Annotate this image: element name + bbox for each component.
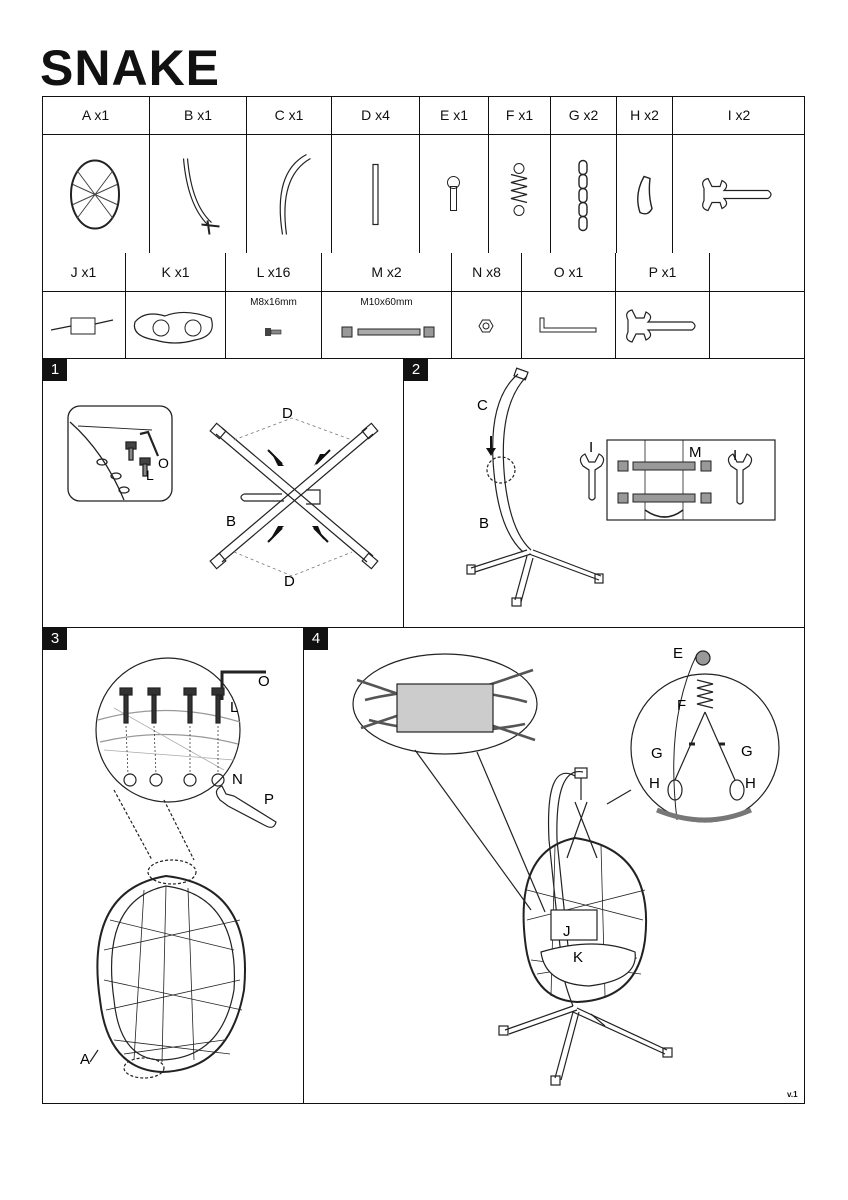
label-e: E bbox=[673, 645, 683, 662]
allen-key-icon bbox=[539, 317, 597, 333]
part-label: K x1 bbox=[126, 253, 225, 292]
carabiner-icon bbox=[637, 175, 653, 215]
label-o: O bbox=[158, 455, 169, 471]
small-cushion-icon bbox=[50, 317, 114, 335]
chain-icon bbox=[674, 711, 736, 781]
label-n: N bbox=[232, 771, 243, 788]
part-cell: O x1 bbox=[522, 253, 616, 359]
egg-seat-icon bbox=[70, 159, 120, 230]
step-3-illustration: O L N P A bbox=[80, 657, 277, 1079]
part-cell: A x1 bbox=[42, 96, 150, 253]
part-cell: I x2 bbox=[673, 96, 805, 253]
step-4-panel bbox=[303, 627, 805, 1104]
part-label: P x1 bbox=[616, 253, 709, 292]
leg-tube-icon bbox=[372, 163, 379, 226]
part-cell: C x1 bbox=[247, 96, 332, 253]
label-b: B bbox=[479, 515, 489, 532]
document-title: SNAKE bbox=[40, 40, 221, 96]
part-cell: E x1 bbox=[420, 96, 489, 253]
label-d-bottom: D bbox=[284, 573, 295, 590]
part-cell: D x4 bbox=[332, 96, 420, 253]
wrench-icon bbox=[626, 309, 696, 343]
label-c: C bbox=[477, 397, 488, 414]
part-label: I x2 bbox=[673, 96, 805, 135]
chain-icon bbox=[578, 159, 588, 232]
label-h-right: H bbox=[745, 775, 756, 792]
part-cell: J x1 bbox=[42, 253, 126, 359]
part-cell: H x2 bbox=[617, 96, 673, 253]
nut-icon bbox=[123, 773, 225, 787]
allen-key-icon bbox=[139, 430, 160, 457]
part-label: D x4 bbox=[332, 96, 419, 135]
hook-bolt-icon bbox=[447, 176, 460, 211]
step-3-number: 3 bbox=[43, 628, 67, 650]
label-j: J bbox=[563, 923, 571, 940]
spring-icon bbox=[696, 679, 714, 709]
label-f: F bbox=[677, 697, 686, 714]
label-g-right: G bbox=[741, 743, 753, 760]
step-4-illustration: E F G G H H J K bbox=[352, 645, 780, 1086]
part-label: H x2 bbox=[617, 96, 672, 135]
label-o: O bbox=[258, 673, 270, 690]
part-label bbox=[710, 253, 805, 292]
part-label: L x16 bbox=[226, 253, 321, 292]
label-l: L bbox=[146, 467, 154, 483]
part-spec: M10x60mm bbox=[360, 297, 413, 308]
bolt-icon bbox=[125, 441, 151, 477]
part-label: O x1 bbox=[522, 253, 615, 292]
carabiner-icon bbox=[667, 779, 745, 801]
part-label: C x1 bbox=[247, 96, 331, 135]
part-cell: G x2 bbox=[551, 96, 617, 253]
label-h-left: H bbox=[649, 775, 660, 792]
wrench-icon-left bbox=[579, 453, 605, 501]
part-label: G x2 bbox=[551, 96, 616, 135]
part-cell: B x1 bbox=[150, 96, 247, 253]
label-g-left: G bbox=[651, 745, 663, 762]
label-i-left: I bbox=[589, 439, 593, 456]
step-1-illustration: D D B O L bbox=[67, 405, 379, 590]
curved-upper-pole-icon bbox=[279, 153, 311, 235]
part-label: E x1 bbox=[420, 96, 488, 135]
part-label: N x8 bbox=[452, 253, 521, 292]
seat-cushion-icon bbox=[133, 311, 213, 344]
label-m: M bbox=[689, 444, 702, 461]
label-k: K bbox=[573, 949, 583, 966]
step-2-number: 2 bbox=[404, 359, 428, 381]
label-d-top: D bbox=[282, 405, 293, 422]
nut-icon bbox=[478, 319, 494, 333]
part-spec: M8x16mm bbox=[250, 297, 297, 308]
spring-icon bbox=[510, 163, 528, 216]
long-bolt-icon bbox=[617, 460, 712, 504]
part-label: F x1 bbox=[489, 96, 550, 135]
wrench-icon bbox=[702, 177, 772, 212]
label-p: P bbox=[264, 791, 274, 808]
part-cell: F x1 bbox=[489, 96, 551, 253]
label-l: L bbox=[230, 699, 238, 716]
step-2-illustration: C B I M I bbox=[466, 367, 776, 607]
part-cell bbox=[710, 253, 805, 359]
step-1-number: 1 bbox=[43, 359, 67, 381]
label-i-right: I bbox=[733, 447, 737, 464]
step-4-number: 4 bbox=[304, 628, 328, 650]
part-cell: M x2 M10x60mm bbox=[322, 253, 452, 359]
wrench-icon-right bbox=[727, 453, 753, 505]
part-label: B x1 bbox=[150, 96, 246, 135]
part-cell: N x8 bbox=[452, 253, 522, 359]
part-cell: K x1 bbox=[126, 253, 226, 359]
short-bolt-icon bbox=[265, 328, 282, 336]
wrench-icon bbox=[215, 785, 277, 828]
part-label: A x1 bbox=[42, 96, 149, 135]
label-a: A bbox=[80, 1051, 90, 1068]
version-label: v.1 bbox=[787, 1090, 798, 1099]
part-cell: P x1 bbox=[616, 253, 710, 359]
lower-pole-base-icon bbox=[182, 158, 220, 235]
bolt-icon bbox=[119, 687, 225, 724]
long-bolt-icon bbox=[341, 326, 435, 338]
part-label: J x1 bbox=[42, 253, 125, 292]
label-b: B bbox=[226, 513, 236, 530]
part-label: M x2 bbox=[322, 253, 451, 292]
